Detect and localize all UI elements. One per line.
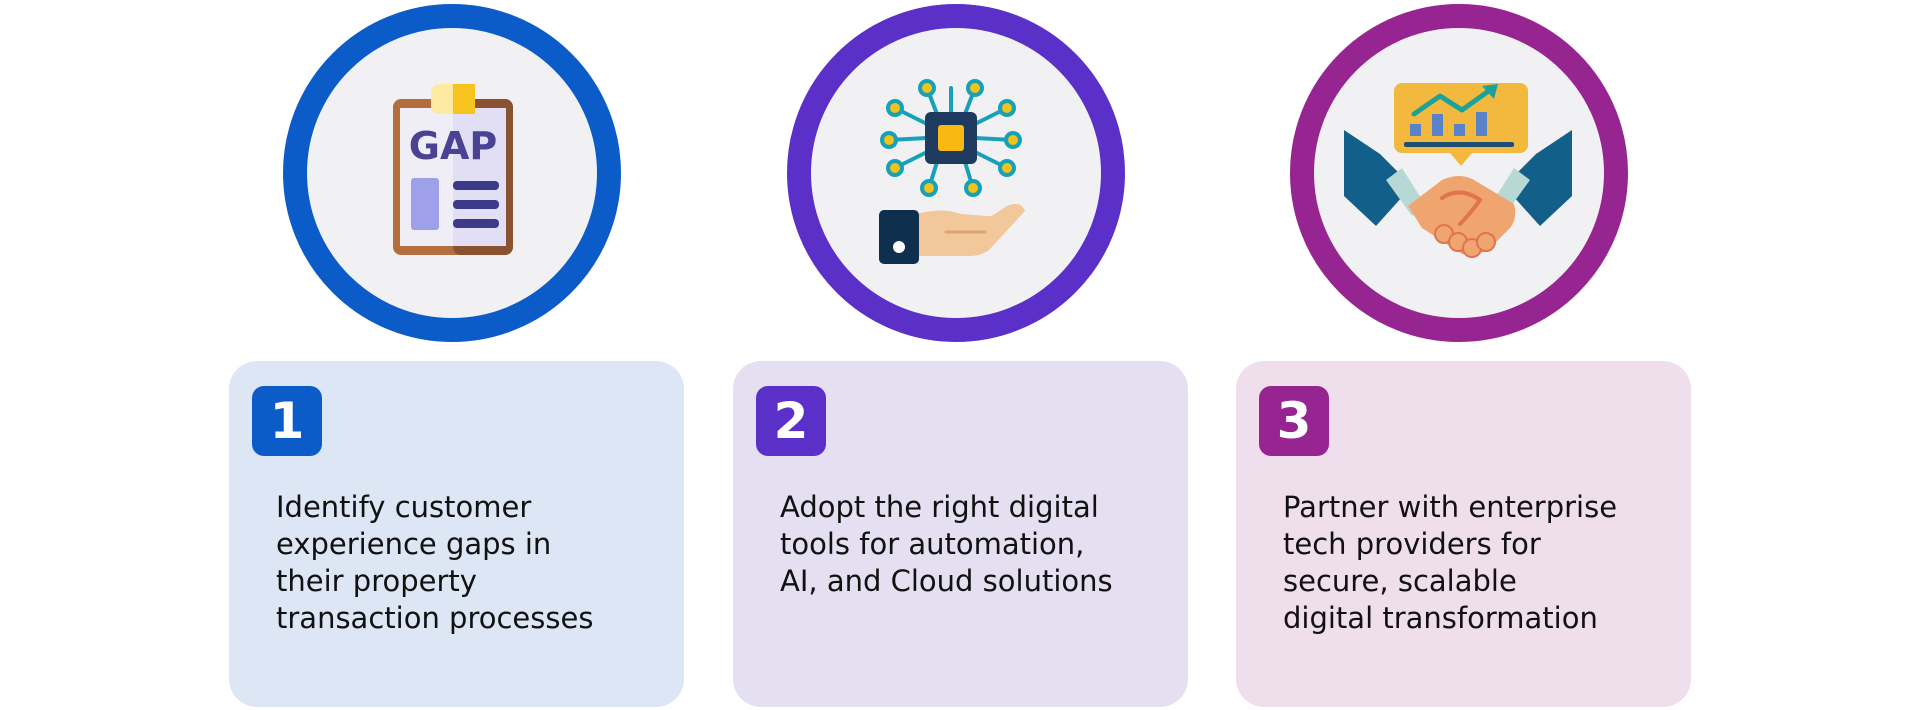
step-3-description: Partner with enterprise tech providers f… — [1283, 490, 1618, 635]
gap-label: GAP — [409, 124, 497, 168]
step-2: 2 Adopt the right digital tools for auto… — [733, 0, 1188, 710]
step-3: 3 Partner with enterprise tech providers… — [1236, 0, 1691, 710]
step-1: GAP 1 Identify customer experience gaps … — [229, 0, 684, 710]
handshake-growth-icon — [1344, 83, 1572, 258]
step-2-description: Adopt the right digital tools for automa… — [780, 490, 1113, 598]
step-1-number-badge: 1 — [252, 386, 322, 456]
step-3-number-badge: 3 — [1259, 386, 1329, 456]
ai-chip-hand-icon — [879, 79, 1025, 264]
step-3-card: 3 Partner with enterprise tech providers… — [1236, 361, 1691, 707]
step-1-card: 1 Identify customer experience gaps in t… — [229, 361, 684, 707]
step-2-card: 2 Adopt the right digital tools for auto… — [733, 361, 1188, 707]
step-2-icon-ring — [787, 4, 1125, 342]
step-1-icon-ring: GAP — [283, 4, 621, 342]
gap-clipboard-icon: GAP — [393, 84, 513, 255]
step-3-icon-ring — [1290, 4, 1628, 342]
step-1-description: Identify customer experience gaps in the… — [276, 490, 594, 635]
step-2-number-badge: 2 — [756, 386, 826, 456]
